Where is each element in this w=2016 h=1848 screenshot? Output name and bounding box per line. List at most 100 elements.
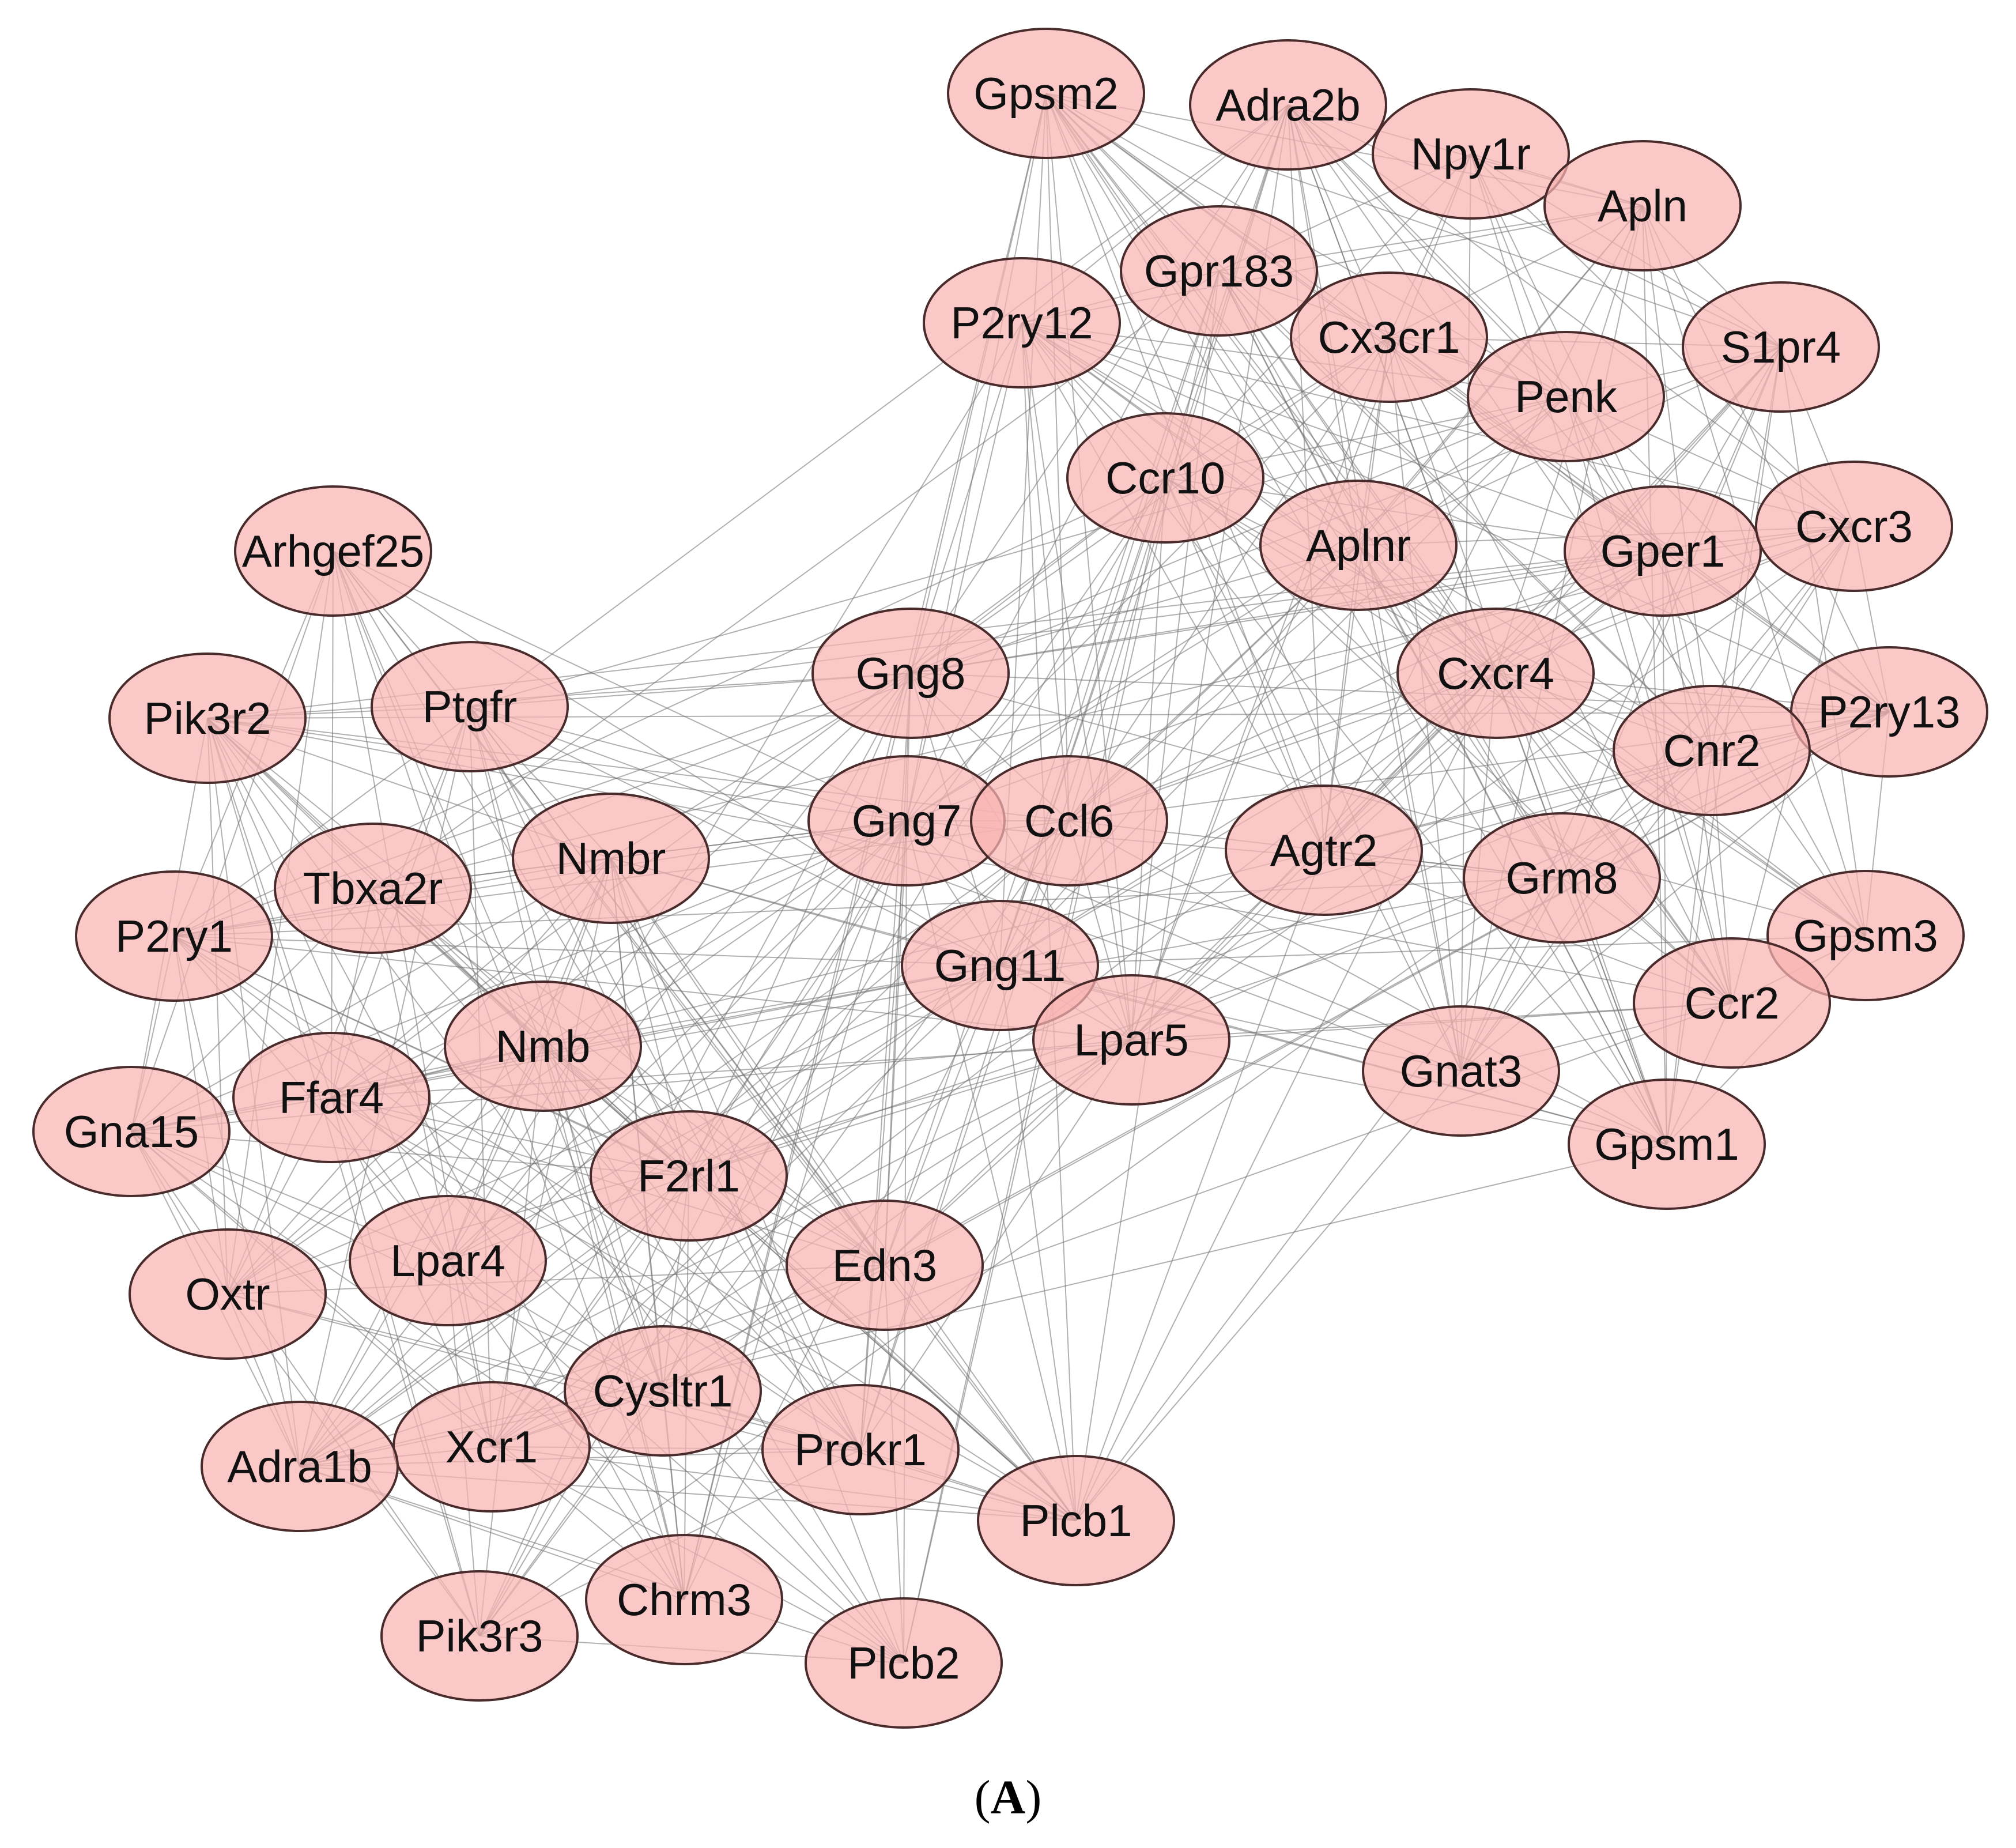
- edge-p2ry12-gper1: [1021, 322, 1663, 552]
- node-ellipse: [1120, 205, 1318, 337]
- edge-gng7-arhgef25: [333, 550, 907, 821]
- edge-apln-p2ry13: [1642, 205, 1890, 712]
- node-ellipse: [1766, 870, 1965, 1001]
- node-label: Pik3r2: [144, 693, 271, 744]
- edge-ccr10-gnat3: [1165, 477, 1462, 1072]
- edge-gng7-edn3: [884, 820, 907, 1266]
- node-penk: Penk: [1467, 331, 1665, 462]
- node-ellipse: [380, 1570, 579, 1702]
- node-plcb1: Plcb1: [977, 1455, 1175, 1586]
- node-ellipse: [1564, 485, 1762, 617]
- node-gpr183: Gpr183: [1120, 205, 1318, 337]
- node-ellipse: [444, 980, 642, 1112]
- edge-ccl6-gpsm1: [1069, 820, 1667, 1145]
- node-nmbr: Nmbr: [512, 793, 710, 924]
- edge-lpar5-p2ry12: [1021, 322, 1132, 1040]
- node-ellipse: [564, 1325, 762, 1457]
- edge-aplnr-gpsm3: [1358, 545, 1866, 936]
- edge-gng7-cysltr1: [662, 820, 907, 1391]
- edge-pik3r2-lpar4: [207, 718, 448, 1261]
- edge-nmbr-edn3: [610, 858, 885, 1266]
- node-label: Pik3r3: [416, 1611, 543, 1661]
- node-oxtr: Oxtr: [129, 1228, 327, 1360]
- node-label: Ccl6: [1024, 795, 1114, 846]
- edge-ccr10-cnr2: [1165, 477, 1712, 751]
- node-label: Gpsm1: [1594, 1119, 1739, 1170]
- node-ellipse: [1613, 685, 1811, 816]
- edge-lpar5-gpr183: [1131, 270, 1220, 1040]
- node-s1pr4: S1pr4: [1682, 281, 1880, 413]
- edge-s1pr4-gnat3: [1460, 346, 1781, 1072]
- edge-ccl6-lpar4: [447, 820, 1070, 1261]
- edge-gng7-cx3cr1: [906, 337, 1390, 821]
- node-label: Npy1r: [1411, 129, 1531, 179]
- edge-ccr10-pik3r3: [479, 477, 1166, 1636]
- node-ellipse: [1372, 88, 1570, 220]
- node-label: Cxcr4: [1437, 648, 1554, 699]
- node-ellipse: [1032, 974, 1230, 1106]
- node-label: Plcb2: [847, 1638, 960, 1688]
- node-npy1r: Npy1r: [1372, 88, 1570, 220]
- edge-ccl6-gpsm2: [1045, 93, 1070, 821]
- node-label: Cnr2: [1663, 725, 1760, 776]
- node-gper1: Gper1: [1564, 485, 1762, 617]
- node-ellipse: [371, 641, 569, 772]
- edge-lpar5-gper1: [1131, 550, 1663, 1040]
- edge-edn3-oxtr: [227, 1265, 885, 1295]
- node-ellipse: [1633, 937, 1831, 1069]
- edge-adra2b-plcb1: [1075, 104, 1289, 1521]
- node-ellipse: [805, 1597, 1003, 1729]
- edge-gper1-ptgfr: [469, 550, 1663, 707]
- edge-arhgef25-ffar4: [331, 550, 334, 1098]
- node-ellipse: [1362, 1005, 1560, 1137]
- node-ellipse: [901, 900, 1099, 1031]
- node-label: S1pr4: [1721, 322, 1841, 372]
- edge-gng7-aplnr: [906, 545, 1359, 821]
- node-label: Gng11: [934, 940, 1066, 991]
- edge-gng7-p2ry12: [906, 322, 1022, 821]
- node-aplnr: Aplnr: [1259, 480, 1458, 611]
- node-cxcr4: Cxcr4: [1396, 608, 1595, 739]
- node-agtr2: Agtr2: [1225, 785, 1423, 916]
- node-label: Ptgfr: [422, 681, 518, 732]
- edge-gnat3-ptgfr: [469, 706, 1462, 1072]
- node-label: P2ry13: [1818, 687, 1960, 737]
- node-adra1b: Adra1b: [201, 1401, 399, 1532]
- edge-ccl6-penk: [1069, 396, 1566, 821]
- node-ellipse: [274, 823, 472, 954]
- node-cysltr1: Cysltr1: [564, 1325, 762, 1457]
- edge-arhgef25-gna15: [131, 550, 334, 1132]
- node-label: Gng7: [852, 795, 962, 846]
- node-label: Apln: [1598, 180, 1687, 231]
- edge-pik3r2-oxtr: [207, 718, 228, 1295]
- node-ellipse: [1543, 140, 1742, 271]
- node-ellipse: [512, 793, 710, 924]
- edge-p2ry12-cxcr3: [1021, 322, 1855, 527]
- node-label: Lpar4: [390, 1235, 505, 1286]
- edge-plcb1-gnat3: [1075, 1070, 1462, 1521]
- node-label: F2rl1: [637, 1151, 740, 1201]
- edge-adra2b-p2ry1: [173, 104, 1289, 937]
- node-ellipse: [232, 1032, 431, 1163]
- node-label: Gnat3: [1400, 1046, 1522, 1096]
- edge-nmb-pik3r3: [479, 1046, 543, 1636]
- node-ellipse: [590, 1110, 788, 1242]
- edge-p2ry13-gnat3: [1460, 711, 1890, 1072]
- edge-gng7-ffar4: [331, 820, 907, 1098]
- node-nmb: Nmb: [444, 980, 642, 1112]
- node-label: Xcr1: [446, 1421, 538, 1472]
- node-label: Prokr1: [794, 1424, 927, 1475]
- edge-gng11-ptgfr: [469, 706, 1001, 966]
- edge-gng7-chrm3: [684, 820, 907, 1600]
- node-label: Nmbr: [556, 833, 666, 884]
- node-ellipse: [786, 1200, 984, 1331]
- edge-p2ry1-cysltr1: [173, 936, 663, 1391]
- edge-aplnr-gnat3: [1358, 545, 1462, 1072]
- node-pik3r3: Pik3r3: [380, 1570, 579, 1702]
- node-ellipse: [923, 257, 1121, 389]
- edge-ccl6-cx3cr1: [1069, 337, 1390, 821]
- edge-gng11-arhgef25: [333, 550, 1001, 966]
- node-label: Gpsm2: [973, 68, 1118, 119]
- node-label: Oxtr: [185, 1269, 270, 1319]
- edge-ptgfr-f2rl1: [469, 706, 689, 1176]
